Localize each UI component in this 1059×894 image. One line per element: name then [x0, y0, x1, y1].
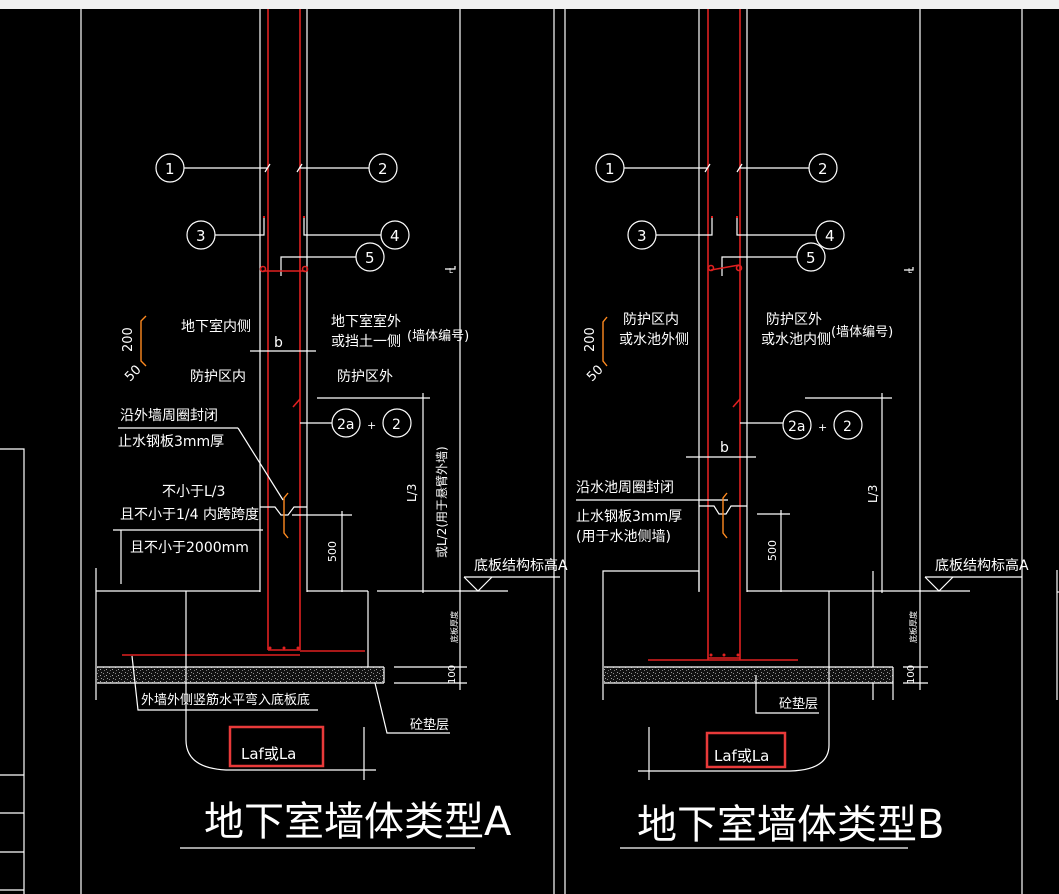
label-b-outer-1: 防护区外: [766, 312, 822, 328]
callout-5-label: 5: [365, 249, 375, 267]
label-outer-bottom: 防护区外: [337, 369, 393, 385]
anchor-length-b-label: Laf或La: [714, 747, 769, 765]
detail-b: L 1 2 3 4 5 200 50 防护区内 或水池外侧 防护区外 或水池内侧…: [576, 9, 1029, 849]
concrete-cushion-layer-b: [604, 667, 893, 683]
cushion-b-label: 砼垫层: [779, 696, 818, 712]
dim-100: 100: [447, 665, 458, 684]
label-b-inner-2: 或水池外侧: [619, 332, 689, 348]
dim-b-100: 100: [906, 665, 917, 684]
dim-b: b: [274, 335, 283, 351]
dim-l: L: [449, 267, 453, 275]
callout-b-1-label: 1: [605, 160, 615, 178]
callout-2-secondary-label: 2: [392, 417, 401, 433]
elevation-b-label: 底板结构标高A: [935, 557, 1029, 574]
callout-1-label: 1: [165, 160, 175, 178]
callout-b-4-label: 4: [825, 227, 835, 245]
dim-b-500: 500: [766, 540, 779, 561]
callout-4-label: 4: [390, 227, 400, 245]
anchor-length-label: Laf或La: [241, 745, 296, 763]
callout-b-2-secondary[interactable]: [833, 410, 863, 440]
callout-b-2-secondary-label: 2: [843, 419, 852, 435]
callout-3-label: 3: [196, 227, 206, 245]
detail-b-title: 地下室墙体类型B: [637, 802, 944, 848]
length-note-2: 且不小于1/4 内跨跨度: [120, 507, 259, 523]
callout-b-2a[interactable]: [782, 410, 812, 440]
anchor-length-b-highlight[interactable]: [705, 731, 787, 769]
wall-number-label: (墙体编号): [407, 329, 469, 344]
cushion-label: 砼垫层: [410, 717, 449, 733]
label-outer-top-1: 地下室室外: [331, 313, 401, 330]
length-note-1: 不小于L/3: [162, 484, 225, 500]
detail-a-title: 地下室墙体类型A: [204, 799, 512, 845]
label-b-inner-1: 防护区内: [623, 312, 679, 328]
callout-2a-label: 2a: [337, 417, 355, 433]
waterstop-b-note-1: 沿水池周圈封闭: [576, 480, 674, 496]
callout-b-2a-label: 2a: [788, 419, 806, 435]
dim-500: 500: [326, 541, 339, 562]
elevation-label: 底板结构标高A: [474, 557, 568, 574]
concrete-cushion-layer: [97, 667, 384, 683]
detail-a: L 200 50 地下室内侧 地下室室外 或挡土一侧 (墙体编号) b 防护区内…: [95, 9, 568, 849]
slab-thickness-label: 底板厚度: [449, 611, 459, 643]
plus-sign: +: [367, 419, 376, 432]
dim-l2: 或L/2(用于悬臂外墙): [435, 446, 449, 558]
dim-b-200: 200: [583, 327, 598, 352]
dim-b-b: b: [720, 440, 729, 456]
slab-thickness-b-label: 底板厚度: [908, 611, 918, 643]
anchor-length-highlight[interactable]: [228, 725, 325, 768]
callout-2-secondary[interactable]: [382, 408, 412, 438]
waterstop-b-note-2: 止水钢板3mm厚: [576, 509, 682, 525]
wall-number-b-label: (墙体编号): [831, 325, 893, 340]
dim-l3: L/3: [405, 484, 419, 502]
dim-200: 200: [121, 327, 136, 352]
label-outer-top-2: 或挡土一侧: [331, 334, 401, 350]
length-note-3: 且不小于2000mm: [130, 540, 249, 556]
callout-2a[interactable]: [331, 408, 361, 438]
dim-b-l: L: [908, 267, 912, 275]
dim-b-l3: L/3: [866, 485, 880, 503]
waterstop-note-2: 止水钢板3mm厚: [118, 434, 224, 450]
plus-sign-b: +: [818, 421, 827, 434]
label-inner-top: 地下室内侧: [181, 318, 251, 335]
drawing-frame: [0, 9, 1059, 894]
callout-b-3-label: 3: [637, 227, 647, 245]
label-b-outer-2: 或水池内侧: [761, 332, 831, 348]
window-title-bar: [0, 0, 1059, 9]
waterstop-note-1: 沿外墙周圈封闭: [120, 408, 218, 424]
dim-b-50: 50: [584, 363, 606, 385]
dim-50: 50: [122, 363, 144, 385]
callout-b-5-label: 5: [806, 249, 816, 267]
callout-2-label: 2: [378, 160, 388, 178]
callout-b-2-label: 2: [818, 160, 828, 178]
bend-note: 外墙外侧竖筋水平弯入底板底: [141, 692, 310, 708]
waterstop-b-note-3: (用于水池侧墙): [576, 529, 671, 545]
label-inner-bottom: 防护区内: [190, 369, 246, 385]
